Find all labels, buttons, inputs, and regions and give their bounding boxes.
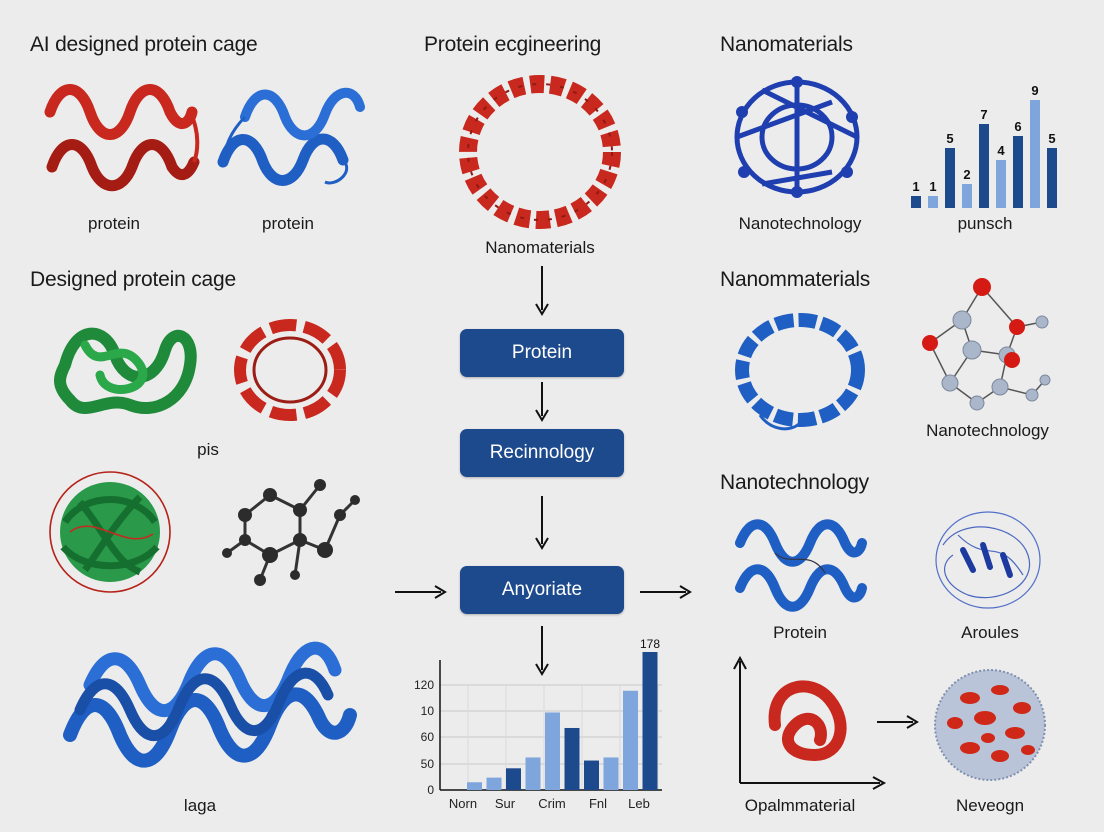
- arrow-down-icon: [535, 626, 549, 676]
- green-ribbon-protein-illustration: [54, 327, 197, 415]
- bar-data-label: 5: [1048, 131, 1055, 146]
- caption-protein-b: protein: [262, 214, 314, 233]
- caption-center-nanomaterials: Nanomaterials: [485, 238, 595, 257]
- bar: [945, 148, 955, 208]
- caption-nano-cage: Nanotechnology: [738, 214, 862, 233]
- bar-data-label: 9: [1031, 83, 1038, 98]
- red-protein-ring-illustration: [459, 75, 621, 229]
- arrow-right-icon: [877, 715, 919, 729]
- bar: [545, 712, 560, 790]
- y-tick-label: 10: [421, 704, 435, 718]
- bar: [911, 196, 921, 208]
- bar-data-label: 1: [929, 179, 936, 194]
- blue-helix-cage-illustration: [735, 519, 867, 612]
- bar-data-label: 6: [1014, 119, 1021, 134]
- caption-opal: Opalmmaterial: [744, 796, 856, 815]
- red-helix-protein-illustration: [44, 84, 200, 192]
- x-tick-label: Norn: [449, 796, 477, 811]
- blue-ring-protein-illustration: [735, 313, 865, 431]
- caption-network: Nanotechnology: [926, 421, 1049, 440]
- bar: [1047, 148, 1057, 208]
- bar: [1030, 100, 1040, 208]
- arrow-down-icon: [535, 266, 549, 316]
- bar: [564, 727, 580, 790]
- axes-with-red-protein-illustration: [733, 655, 887, 790]
- x-tick-label: Sur: [495, 796, 516, 811]
- caption-laga: laga: [183, 796, 217, 815]
- y-tick-label: 120: [414, 678, 434, 692]
- y-tick-label: 50: [421, 757, 435, 771]
- bar-data-label: 2: [963, 167, 970, 182]
- bar: [584, 760, 599, 790]
- bar-data-label: 5: [946, 131, 953, 146]
- green-globular-protein-illustration: [49, 471, 171, 593]
- heading-ai-designed-protein-cage: AI designed protein cage: [30, 33, 258, 56]
- blue-wire-cage-illustration: [935, 511, 1041, 609]
- caption-neveogn: Neveogn: [955, 796, 1025, 815]
- arrow-down-icon: [535, 496, 549, 550]
- bar: [623, 690, 638, 790]
- heading-protein-engineering: Protein ecgineering: [424, 33, 602, 56]
- bar: [928, 196, 938, 208]
- bar: [962, 184, 972, 208]
- heading-nanomaterials: Nanomaterials: [720, 33, 853, 56]
- y-tick-label: 60: [421, 730, 435, 744]
- molecular-network-illustration: [922, 278, 1051, 411]
- heading-designed-protein-cage: Designed protein cage: [30, 268, 236, 291]
- bar-data-label: 4: [997, 143, 1005, 158]
- bar: [486, 777, 502, 790]
- x-tick-label: Crim: [538, 796, 565, 811]
- blue-helix-bundle-illustration: [63, 641, 357, 768]
- heading-nanommaterials: Nanommaterials: [720, 268, 871, 291]
- bar-data-label: 1: [912, 179, 919, 194]
- x-tick-label: Fnl: [589, 796, 607, 811]
- bar: [996, 160, 1006, 208]
- bar: [979, 124, 989, 208]
- center-bar-chart: 0 50 60 10 120 Norn Sur Crim Fnl Leb 178: [414, 637, 662, 811]
- arrow-right-icon: [395, 585, 447, 599]
- bar-top-label: 178: [640, 637, 660, 651]
- arrow-right-icon: [640, 585, 692, 599]
- flow-box-anyoriate: Anyoriate: [460, 566, 624, 614]
- bar: [1013, 136, 1023, 208]
- caption-protein-c: Protein: [773, 623, 827, 642]
- caption-protein-a: protein: [88, 214, 140, 233]
- bar: [525, 757, 541, 790]
- red-ring-protein-illustration: [234, 319, 346, 421]
- arrow-down-icon: [535, 382, 549, 422]
- bar-data-label: 7: [980, 107, 987, 122]
- red-speckled-nanoparticle-illustration: [934, 669, 1046, 781]
- bar: [506, 768, 521, 790]
- heading-nanotechnology: Nanotechnology: [720, 471, 869, 494]
- bar: [642, 652, 658, 790]
- flow-box-protein: Protein: [460, 329, 624, 377]
- caption-pis: pis: [197, 440, 219, 459]
- caption-bar-chart: punsch: [957, 214, 1013, 233]
- flow-box-recinnology: Recinnology: [460, 429, 624, 477]
- bar: [603, 757, 619, 790]
- blue-nanocage-illustration: [734, 76, 860, 198]
- ball-and-stick-molecule-illustration: [222, 479, 360, 586]
- y-tick-label: 0: [427, 783, 434, 797]
- caption-aroules: Aroules: [961, 623, 1019, 642]
- x-tick-label: Leb: [628, 796, 650, 811]
- blue-helix-protein-illustration: [217, 87, 365, 186]
- bar: [467, 782, 482, 790]
